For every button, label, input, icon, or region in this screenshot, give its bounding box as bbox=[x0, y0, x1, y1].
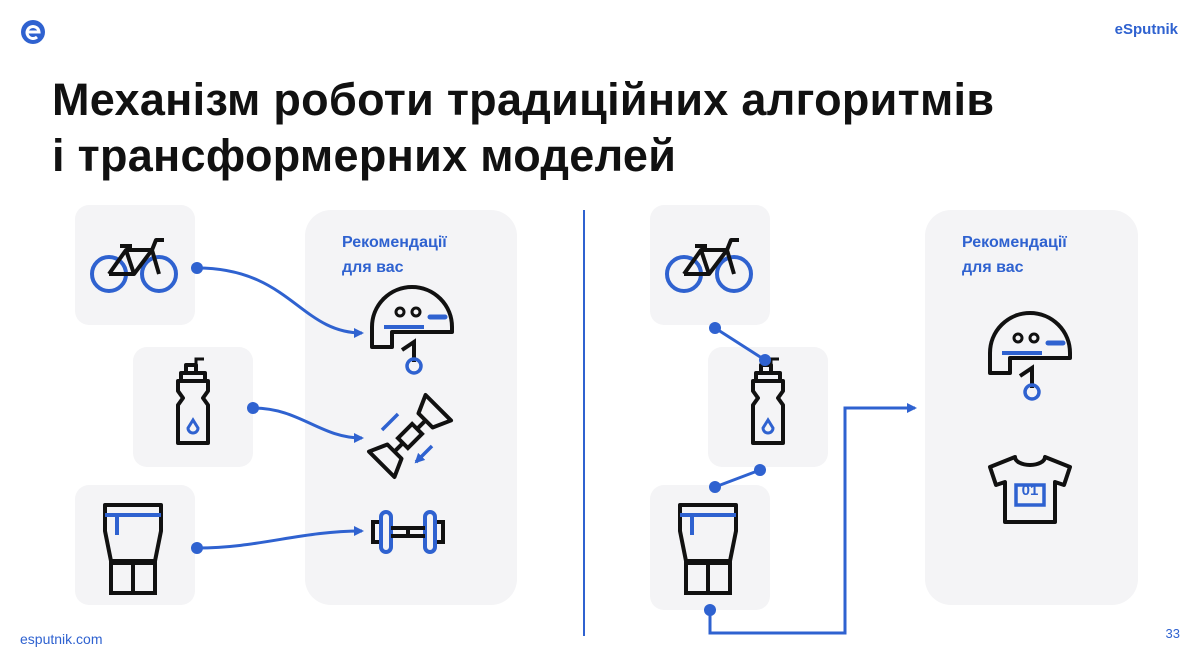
panel-title-line-1: Рекомендації bbox=[962, 234, 1067, 251]
panel-title-line-2: для вас bbox=[342, 259, 404, 276]
panel-title-left: Рекомендації для вас bbox=[342, 230, 447, 280]
panel-title-line-1: Рекомендації bbox=[342, 234, 447, 251]
title-line-1: Механізм роботи традиційних алгоритмів bbox=[52, 74, 995, 125]
panel-title-right: Рекомендації для вас bbox=[962, 230, 1067, 280]
logo-icon bbox=[20, 19, 46, 45]
jersey-number: 01 bbox=[1021, 482, 1039, 499]
panel-title-line-2: для вас bbox=[962, 259, 1024, 276]
recommendations-panel-right bbox=[925, 210, 1138, 605]
recommendations-panel-left bbox=[305, 210, 517, 605]
brand-name: eSputnik bbox=[1114, 21, 1178, 38]
title-line-2: і трансформерних моделей bbox=[52, 130, 677, 181]
divider bbox=[583, 210, 585, 636]
footer-url[interactable]: esputnik.com bbox=[20, 631, 103, 647]
page-number: 33 bbox=[1165, 626, 1180, 641]
